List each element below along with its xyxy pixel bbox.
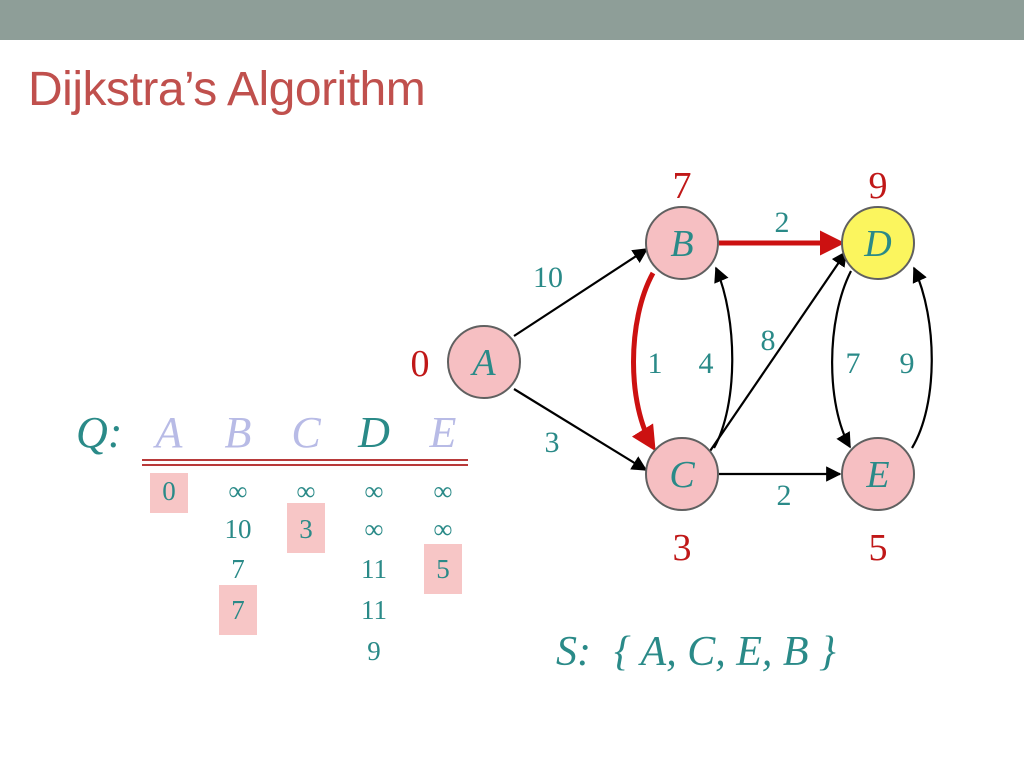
queue-cell-d-3: 11 bbox=[361, 595, 387, 625]
node-c-label: C bbox=[669, 454, 695, 496]
graph-nodes: A B C D E bbox=[447, 206, 915, 511]
settled-nodes: { A, C, E, B } bbox=[614, 629, 836, 675]
queue-cell-d-1: ∞ bbox=[364, 514, 383, 544]
weight-b-d: 2 bbox=[775, 206, 790, 239]
weight-a-c: 3 bbox=[545, 426, 560, 459]
distance-c: 3 bbox=[673, 527, 692, 569]
edge-a-c bbox=[513, 388, 648, 471]
node-e-label: E bbox=[865, 454, 889, 496]
distance-b: 7 bbox=[673, 165, 692, 207]
edge-c-d bbox=[707, 250, 847, 455]
queue-cell-d-2: 11 bbox=[361, 554, 387, 584]
weight-a-b: 10 bbox=[533, 261, 563, 294]
queue-letter-b: B bbox=[225, 408, 252, 457]
distance-d: 9 bbox=[869, 165, 888, 207]
queue-cell-a-0: 0 bbox=[162, 476, 176, 506]
queue-cell-c-0: ∞ bbox=[296, 476, 315, 506]
edge-e-d bbox=[911, 266, 933, 449]
distance-e: 5 bbox=[869, 527, 888, 569]
edge-c-b bbox=[713, 266, 734, 449]
distance-a: 0 bbox=[411, 343, 430, 385]
settled-set: S: { A, C, E, B } bbox=[556, 629, 836, 675]
graph-edges bbox=[513, 230, 933, 482]
node-distances: 0 7 3 9 5 bbox=[411, 165, 888, 569]
queue-cell-e-2: 5 bbox=[436, 554, 450, 584]
weight-b-c: 1 bbox=[648, 347, 663, 380]
queue-cell-b-3: 7 bbox=[231, 595, 245, 625]
weight-c-b: 4 bbox=[699, 347, 714, 380]
node-a: A bbox=[447, 325, 521, 399]
settled-label: S: bbox=[556, 629, 591, 675]
node-d: D bbox=[841, 206, 915, 280]
queue-letter-a: A bbox=[153, 408, 184, 457]
highlight-cell-a bbox=[150, 473, 188, 513]
queue-letter-c: C bbox=[291, 408, 321, 457]
weight-d-e: 7 bbox=[846, 347, 861, 380]
edge-d-e bbox=[831, 270, 852, 449]
edge-b-c bbox=[631, 271, 656, 452]
node-b-label: B bbox=[670, 223, 693, 265]
queue-cell-e-1: ∞ bbox=[433, 514, 452, 544]
priority-queue-table: Q: A B C D E 0 ∞ 10 7 7 ∞ 3 ∞ ∞ 11 11 bbox=[76, 408, 468, 666]
queue-cell-e-0: ∞ bbox=[433, 476, 452, 506]
queue-cell-b-1: 10 bbox=[225, 514, 252, 544]
node-e: E bbox=[841, 437, 915, 511]
slide-title: Dijkstra’s Algorithm bbox=[28, 63, 426, 116]
edge-weights: 10 3 2 1 4 8 2 7 9 bbox=[533, 206, 915, 512]
node-c: C bbox=[645, 437, 719, 511]
highlight-cell-e bbox=[424, 544, 462, 594]
queue-label: Q: bbox=[76, 408, 122, 457]
highlight-cell-c bbox=[287, 503, 325, 553]
queue-cell-b-0: ∞ bbox=[228, 476, 247, 506]
queue-cell-d-0: ∞ bbox=[364, 476, 383, 506]
node-d-label: D bbox=[863, 223, 891, 265]
queue-letter-e: E bbox=[429, 408, 457, 457]
weight-c-d: 8 bbox=[761, 324, 776, 357]
weight-e-d: 9 bbox=[900, 347, 915, 380]
edge-a-b bbox=[513, 248, 649, 337]
queue-cell-d-4: 9 bbox=[367, 636, 381, 666]
queue-cell-c-1: 3 bbox=[299, 514, 313, 544]
top-bar bbox=[0, 0, 1024, 40]
node-b: B bbox=[645, 206, 719, 280]
highlight-cell-b bbox=[219, 585, 257, 635]
weight-c-e: 2 bbox=[777, 479, 792, 512]
queue-letter-d: D bbox=[357, 408, 390, 457]
node-a-label: A bbox=[469, 342, 496, 384]
queue-cell-b-2: 7 bbox=[231, 554, 245, 584]
